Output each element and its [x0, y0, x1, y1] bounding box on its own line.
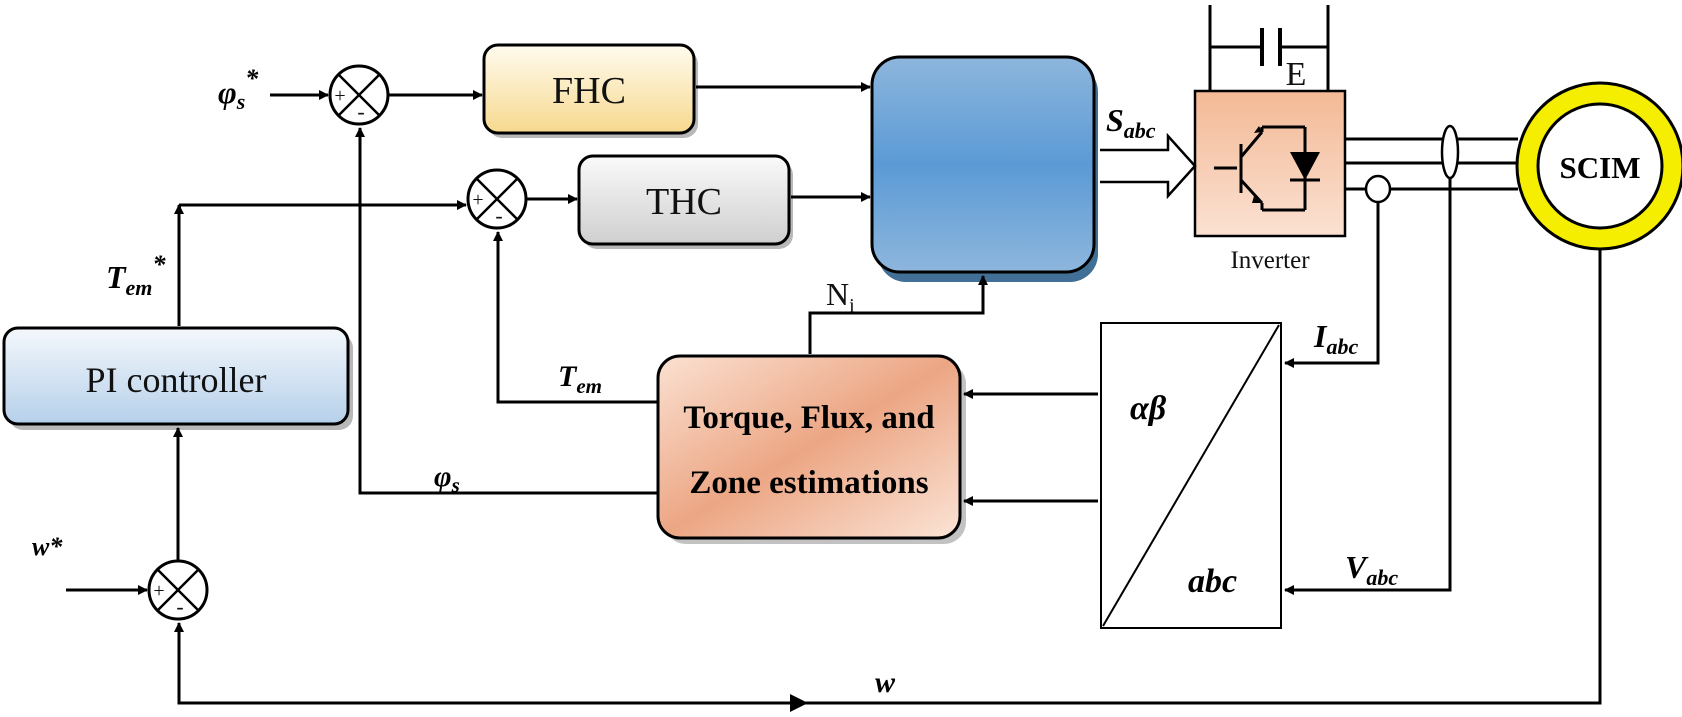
current-measure-wire	[1284, 202, 1380, 368]
inverter-block: Inverter	[1193, 89, 1347, 274]
pi-controller-block: PI controller	[2, 326, 353, 430]
fhc-label: FHC	[552, 70, 626, 112]
torque-ref-label: Tem*	[106, 250, 166, 300]
flux-ref-label: φs*	[218, 64, 259, 114]
summing-junction-torque: + -	[466, 168, 528, 230]
minus-sign: -	[357, 99, 364, 124]
inverter-label: Inverter	[1230, 247, 1310, 274]
summing-junction-speed: + -	[147, 559, 209, 621]
scim-motor: SCIM	[1515, 81, 1682, 251]
summing-junction-flux: + -	[328, 64, 390, 126]
capacitor-icon	[1260, 28, 1282, 66]
thc-label: THC	[646, 181, 722, 223]
flux-estimate-wire	[355, 127, 658, 495]
torque-estimate-label: Tem	[558, 360, 602, 398]
voltage-label: Vabc	[1345, 549, 1398, 590]
switching-table-block	[870, 55, 1098, 282]
igbt-diode-symbol-icon	[1214, 125, 1320, 212]
minus-sign: -	[495, 203, 502, 228]
estimator-block: Torque, Flux, and Zone estimations	[656, 354, 966, 544]
torque-estimate-wire	[493, 231, 658, 404]
current-label: Iabc	[1313, 318, 1358, 359]
dc-source: E	[1208, 5, 1330, 93]
scim-label: SCIM	[1560, 150, 1641, 185]
speed-ref-label: w*	[32, 532, 63, 561]
speed-feedback-wire	[174, 249, 1602, 705]
dc-source-label: E	[1286, 56, 1307, 93]
plus-sign: +	[334, 85, 345, 107]
estimator-label-line1: Torque, Flux, and	[683, 400, 934, 436]
sector-wire	[808, 275, 988, 354]
voltage-measure-wire	[1284, 178, 1452, 595]
transform-abc-label: abc	[1188, 563, 1237, 600]
switch-states-arrow	[1100, 132, 1197, 200]
switch-states-label: Sabc	[1106, 102, 1156, 143]
current-sensor-icon	[1364, 174, 1392, 204]
abc-to-alphabeta-block: αβ abc	[1100, 322, 1282, 629]
sector-label: Ni	[826, 276, 855, 317]
thc-block: THC	[577, 154, 793, 249]
estimator-label-line2: Zone estimations	[689, 465, 928, 501]
transform-alphabeta-label: αβ	[1130, 390, 1167, 427]
pi-controller-label: PI controller	[86, 360, 267, 400]
plus-sign: +	[153, 580, 164, 602]
plus-sign: +	[472, 189, 483, 211]
speed-label: w	[875, 666, 896, 699]
minus-sign: -	[176, 594, 183, 619]
fhc-block: FHC	[482, 43, 698, 138]
voltage-sensor-icon	[1440, 124, 1460, 180]
speed-feedback-arrow	[790, 694, 808, 712]
flux-estimate-label: φs	[434, 460, 460, 497]
